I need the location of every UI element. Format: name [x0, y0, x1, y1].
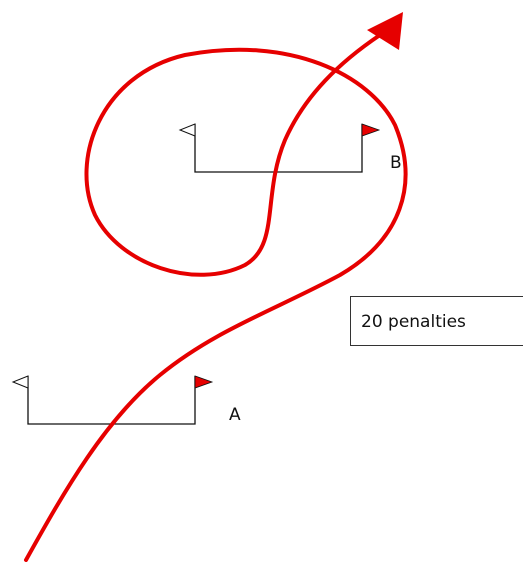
- gate-a-frame: [27, 376, 196, 425]
- penalty-label: 20 penalties: [350, 296, 523, 346]
- path-arrowhead-icon: [367, 12, 403, 50]
- gate-a-red-flag-icon: [194, 375, 214, 389]
- gate-b-frame: [194, 124, 363, 173]
- gate-a-label: A: [229, 405, 241, 425]
- gate-b-red-flag-icon: [361, 123, 381, 137]
- course-path: [24, 33, 408, 562]
- gate-a: [11, 375, 214, 425]
- gate-b-white-flag-icon: [178, 123, 196, 137]
- gate-b: [178, 123, 381, 173]
- gate-a-white-flag-icon: [11, 375, 29, 389]
- gate-b-label: B: [390, 153, 402, 173]
